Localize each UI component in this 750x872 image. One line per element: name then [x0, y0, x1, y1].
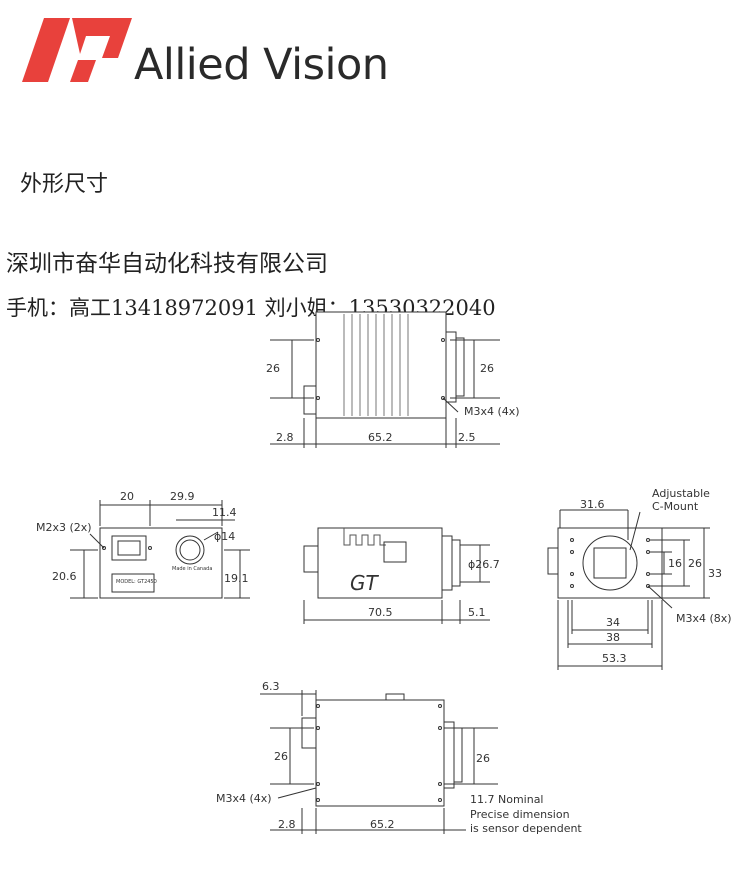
- dim-front-53-3: 53.3: [602, 652, 627, 665]
- brand-name: Allied Vision: [134, 40, 389, 90]
- dim-top-65-2: 65.2: [368, 431, 393, 444]
- top-view: [270, 311, 500, 448]
- dim-bottom-6-3: 6.3: [262, 680, 280, 693]
- side-view: [303, 527, 490, 624]
- side-view-label: GT: [350, 571, 379, 595]
- dim-bottom-65-2: 65.2: [370, 818, 395, 831]
- bottom-note-3: is sensor dependent: [470, 822, 582, 835]
- bottom-view: [260, 690, 498, 834]
- front-view: [547, 509, 710, 670]
- dim-bottom-2-8: 2.8: [278, 818, 296, 831]
- bottom-note-2: Precise dimension: [470, 808, 570, 821]
- dim-back-thread: M2x3 (2x): [36, 521, 92, 534]
- dim-top-2-8: 2.8: [276, 431, 294, 444]
- section-title: 外形尺寸: [20, 172, 109, 197]
- dim-bottom-thread: M3x4 (4x): [216, 792, 272, 805]
- dim-front-16: 16: [668, 557, 682, 570]
- dim-side-5-1: 5.1: [468, 606, 486, 619]
- dim-back-20-6: 20.6: [52, 570, 77, 583]
- allied-vision-logo-icon: [22, 18, 132, 82]
- dim-front-33: 33: [708, 567, 722, 580]
- dim-top-2-5: 2.5: [458, 431, 476, 444]
- bottom-note-1: 11.7 Nominal: [470, 793, 544, 806]
- dim-back-phi14: ϕ14: [214, 530, 235, 543]
- back-plate-made: Made in Canada: [172, 566, 212, 572]
- dim-front-26: 26: [688, 557, 702, 570]
- dim-top-left-26: 26: [266, 362, 280, 375]
- dim-back-11-4: 11.4: [212, 506, 237, 519]
- dim-front-38: 38: [606, 631, 620, 644]
- front-adjustable: Adjustable: [652, 487, 710, 500]
- dim-front-31-6: 31.6: [580, 498, 605, 511]
- dim-front-thread: M3x4 (8x): [676, 612, 732, 625]
- dim-side-phi26-7: ϕ26.7: [468, 558, 500, 571]
- back-plate-model: MODEL: GT2450: [116, 579, 157, 585]
- dim-side-70-5: 70.5: [368, 606, 393, 619]
- dim-back-20: 20: [120, 490, 134, 503]
- dim-top-thread: M3x4 (4x): [464, 405, 520, 418]
- dim-top-right-26: 26: [480, 362, 494, 375]
- dim-bottom-right-26: 26: [476, 752, 490, 765]
- back-view: [70, 500, 250, 599]
- dim-back-29-9: 29.9: [170, 490, 195, 503]
- dim-bottom-left-26: 26: [274, 750, 288, 763]
- dim-back-19-1: 19.1: [224, 572, 249, 585]
- front-c-mount: C-Mount: [652, 500, 699, 513]
- dim-front-34: 34: [606, 616, 620, 629]
- company-name: 深圳市奋华自动化科技有限公司: [6, 251, 328, 277]
